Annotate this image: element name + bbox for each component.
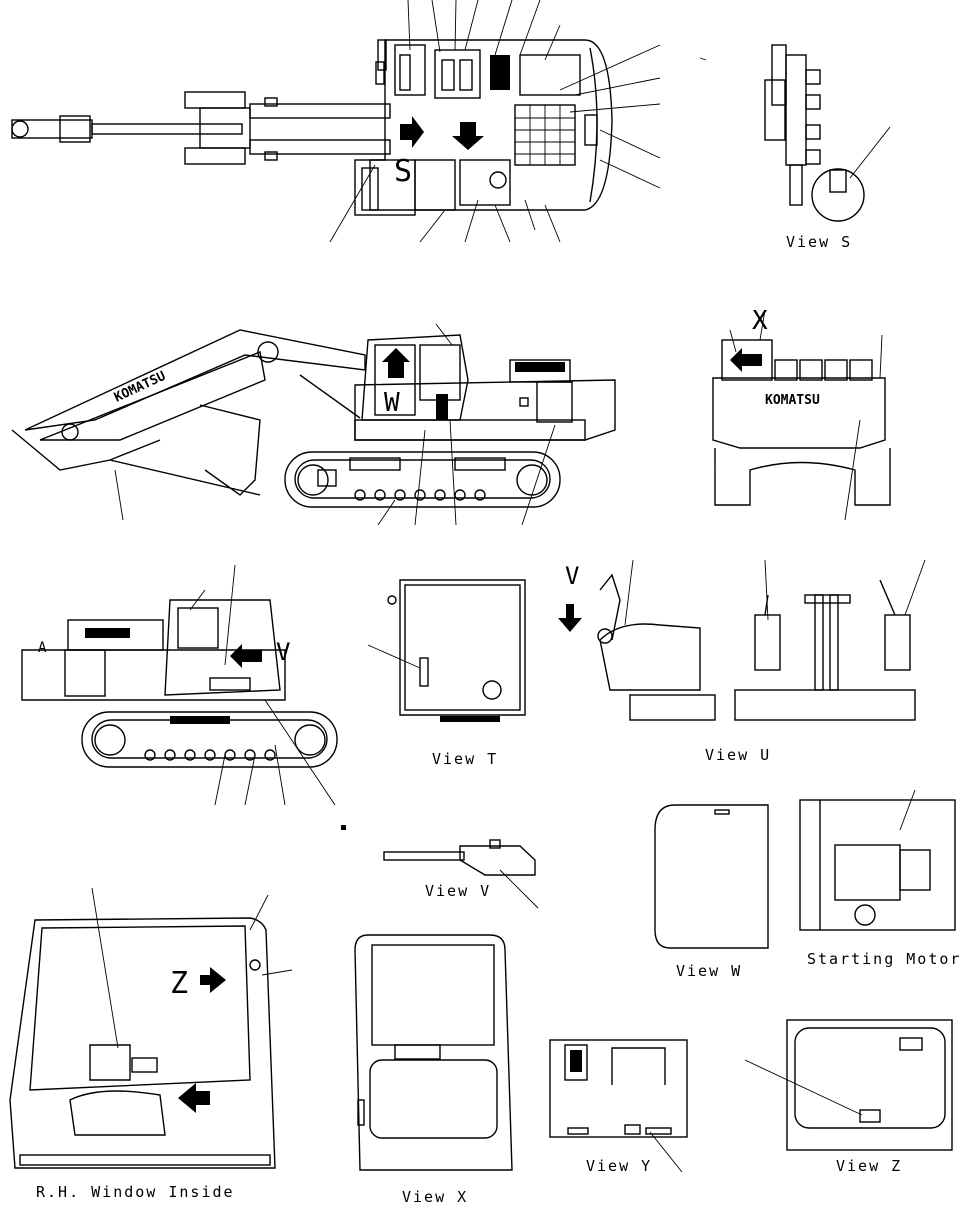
- rear-komatsu-logo: KOMATSU: [765, 393, 820, 408]
- view-z-drawing: [744, 1019, 953, 1151]
- rh-window-inside-label: R.H. Window Inside: [36, 1183, 235, 1201]
- view-s-drawing: [764, 44, 891, 222]
- view-u-controls: [734, 559, 926, 721]
- view-w-drawing: [654, 804, 769, 949]
- view-x-drawing: [354, 934, 513, 1171]
- view-letter-v-seat: V: [565, 562, 580, 590]
- view-letter-z: Z: [170, 966, 189, 1001]
- view-z-label: View Z: [836, 1157, 903, 1175]
- view-y-drawing: [549, 1039, 688, 1173]
- view-letter-s: S: [394, 154, 413, 189]
- view-s-label: View S: [786, 233, 853, 251]
- view-letter-w: W: [384, 388, 400, 418]
- view-y-label: View Y: [586, 1157, 653, 1175]
- side-view-left: [11, 323, 616, 526]
- view-u-label: View U: [705, 746, 772, 764]
- view-u-seat: [558, 559, 716, 721]
- starting-motor-drawing: [799, 789, 956, 931]
- view-t-drawing: [367, 579, 526, 722]
- top-view: [11, 0, 707, 243]
- view-t-label: View T: [432, 750, 499, 768]
- rear-view: [712, 309, 891, 521]
- view-letter-a: A: [38, 640, 47, 656]
- view-letter-x: X: [752, 306, 768, 336]
- starting-motor-label: Starting Motor: [807, 950, 962, 968]
- side-view-right: [21, 564, 338, 806]
- view-letter-v-side: V: [276, 638, 291, 666]
- view-v-drawing: [341, 825, 539, 909]
- view-v-label: View V: [425, 882, 492, 900]
- view-x-label: View X: [402, 1188, 469, 1206]
- view-w-label: View W: [676, 962, 743, 980]
- rh-window-inside-drawing: [9, 887, 293, 1169]
